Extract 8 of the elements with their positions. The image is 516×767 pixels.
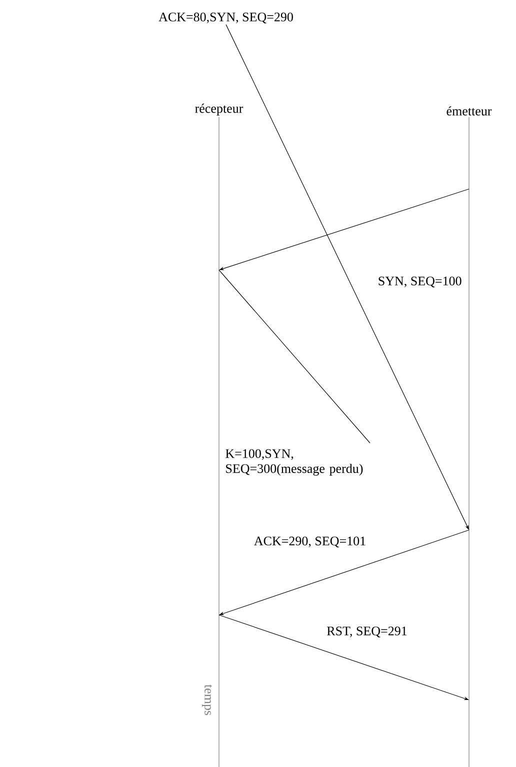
message-label: ACK=80,SYN, SEQ=290 [158,12,293,24]
edge-label: K=100,SYN, SEQ=300(message perdu) [224,448,374,477]
edge-label: SYN, SEQ=100 [376,276,463,288]
edge-label: RST, SEQ=291 [326,626,408,638]
edge-label: ACK=290, SEQ=101 [252,536,368,548]
lifeline-header: récepteur [195,104,244,116]
time-label: temps [202,684,212,716]
lifeline-header: émetteur [446,106,492,116]
